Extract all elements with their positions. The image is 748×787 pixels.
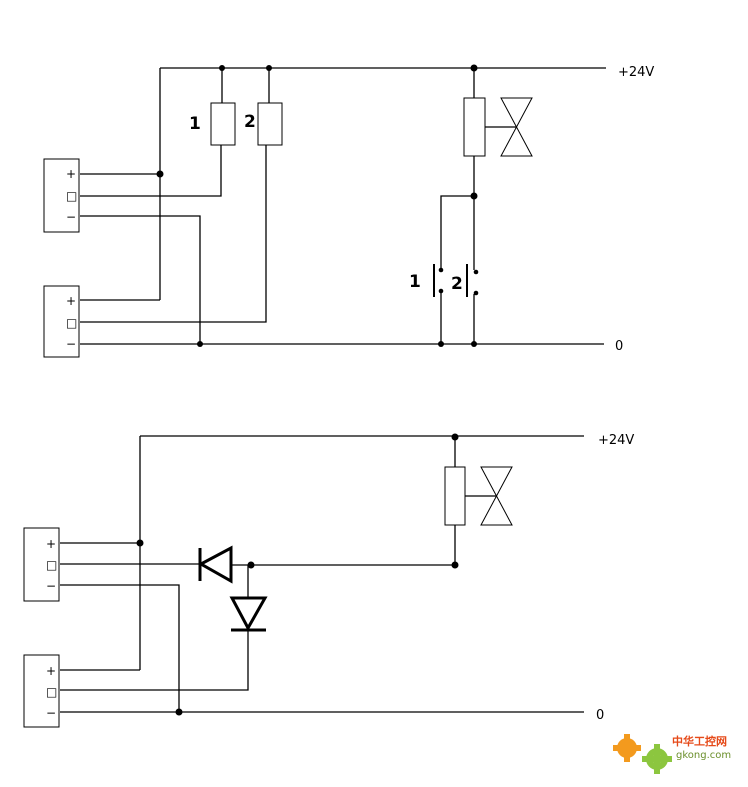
- top-contact-1-upper: [440, 195, 474, 268]
- bottom-sensor-b-signal: □: [46, 685, 57, 699]
- bottom-sensor-b: [23, 654, 60, 728]
- bottom-junction-dot: [136, 539, 144, 547]
- bottom-sensor-a-plus: +: [46, 537, 56, 551]
- top-contact-dot: [473, 269, 479, 275]
- top-junction-dot: [471, 341, 477, 347]
- top-sensor-a: [43, 158, 80, 233]
- top-junction-dot: [266, 65, 272, 71]
- top-sensor-a-minus: −: [66, 210, 76, 224]
- top-junction-dot: [438, 341, 444, 347]
- gkong-watermark: 中华工控网 gkong.com: [613, 734, 731, 774]
- top-valve-symbol: [500, 97, 533, 157]
- top-junction-dot: [197, 341, 203, 347]
- top-sensor-a-signal-wire: [80, 145, 222, 197]
- top-junction-dot: [470, 64, 478, 72]
- bottom-sensor-a: [23, 527, 60, 602]
- diode-1: [197, 545, 233, 584]
- bottom-junction-dot: [451, 433, 459, 441]
- green-gear-icon: [642, 744, 672, 774]
- bottom-supply-label: +24V: [598, 433, 634, 448]
- top-sensor-b-signal: □: [66, 316, 77, 330]
- top-sensor-a-signal: □: [66, 189, 77, 203]
- top-contact-dot: [438, 288, 444, 294]
- relay-coil-1: [210, 102, 236, 146]
- bottom-valve-symbol: [480, 466, 513, 526]
- top-sensor-b-plus: +: [66, 294, 76, 308]
- bottom-sensor-b-plus: +: [46, 664, 56, 678]
- relay-coil-2-label: 2: [244, 112, 256, 132]
- top-junction-dot: [156, 170, 164, 178]
- diode-2: [229, 596, 268, 632]
- relay-coil-1-label: 1: [189, 114, 201, 134]
- relay-coil-2: [257, 102, 283, 146]
- top-supply-label: +24V: [618, 65, 654, 80]
- watermark-name: 中华工控网: [672, 734, 727, 748]
- top-sensor-a-minus-wire: [80, 215, 201, 344]
- watermark-site: gkong.com: [676, 750, 731, 761]
- top-ground-label: 0: [615, 339, 623, 354]
- bottom-sensor-a-signal: □: [46, 558, 57, 572]
- bottom-junction-dot: [247, 561, 255, 569]
- bottom-sensor-a-minus-wire: [60, 584, 180, 712]
- top-sensor-b: [43, 285, 80, 358]
- top-sensor-a-plus: +: [66, 167, 76, 181]
- bottom-valve-coil: [444, 466, 466, 526]
- top-junction-dot: [219, 65, 225, 71]
- top-sensor-b-signal-wire: [80, 145, 267, 323]
- orange-gear-icon: [613, 734, 641, 762]
- bottom-sensor-b-signal-wire: [60, 630, 249, 691]
- contact-1-label: 1: [409, 272, 421, 292]
- top-valve-coil: [463, 97, 486, 157]
- bottom-sensor-a-minus: −: [46, 579, 56, 593]
- top-contact-dot: [438, 267, 444, 273]
- bottom-junction-dot: [175, 708, 183, 716]
- top-contact-dot: [473, 290, 479, 296]
- bottom-sensor-b-minus: −: [46, 706, 56, 720]
- bottom-ground-label: 0: [596, 708, 604, 723]
- top-sensor-b-minus: −: [66, 337, 76, 351]
- contact-2-label: 2: [451, 274, 463, 294]
- top-circuit: +24V 0 + □ − + □ − 1 2: [43, 64, 654, 358]
- bottom-circuit: +24V 0 + □ − + □ −: [23, 433, 634, 728]
- bottom-junction-dot: [451, 561, 459, 569]
